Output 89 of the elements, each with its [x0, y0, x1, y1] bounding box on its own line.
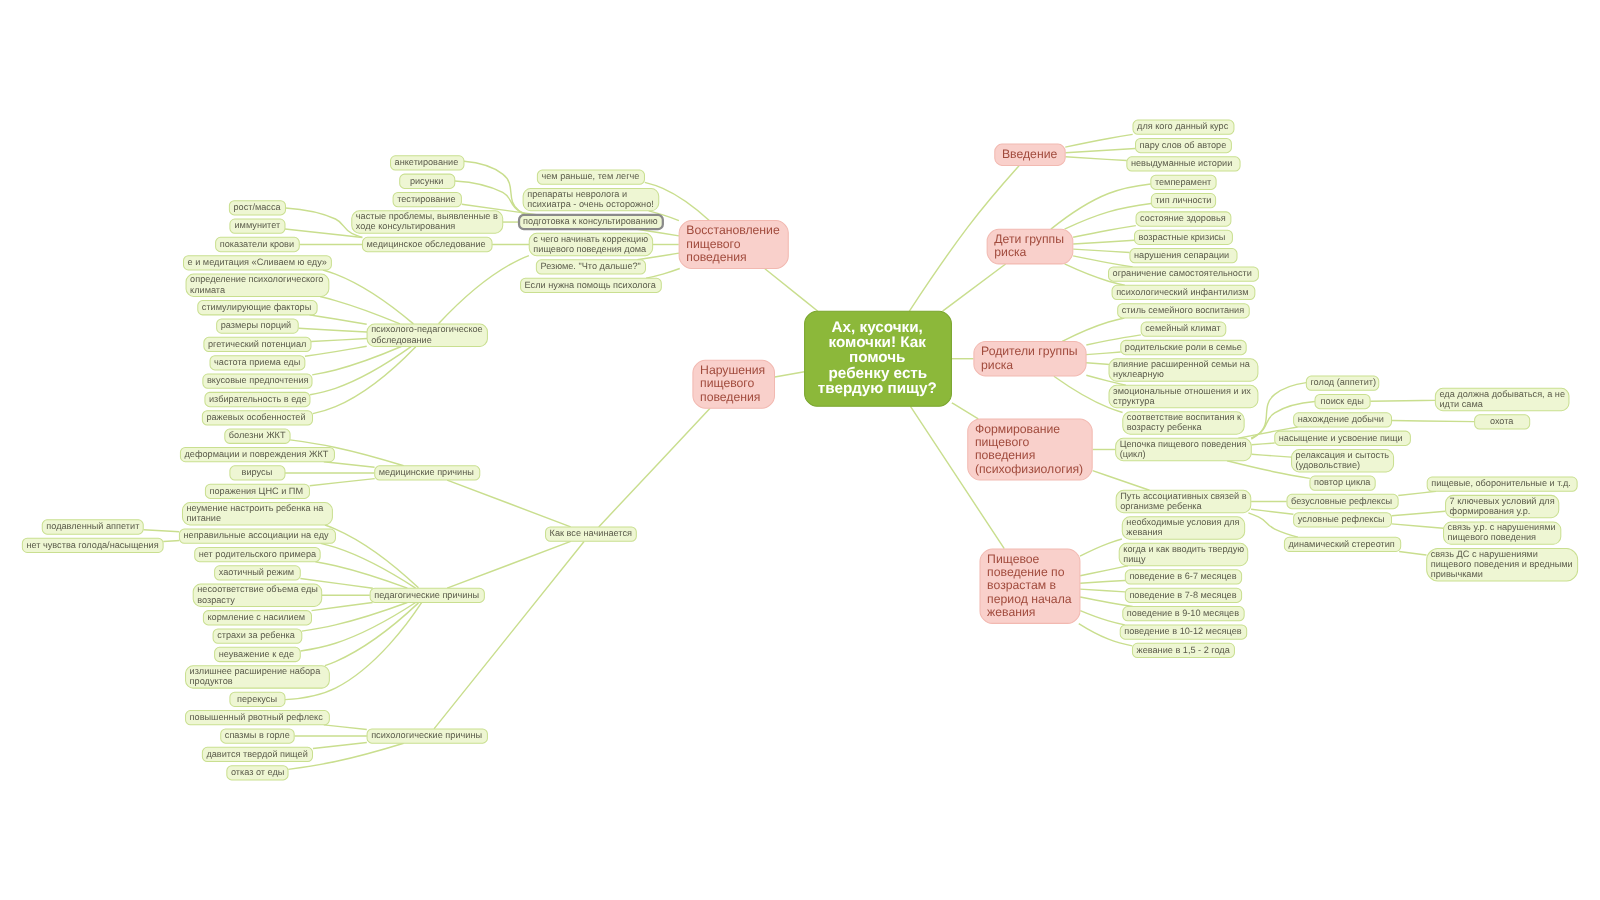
connector	[284, 228, 364, 239]
connector	[162, 539, 181, 543]
connector	[298, 243, 364, 246]
connector	[491, 243, 530, 246]
connector	[1391, 510, 1446, 517]
connector	[774, 371, 806, 378]
connector	[1247, 512, 1299, 538]
connector	[1050, 183, 1152, 230]
connector	[1079, 609, 1126, 626]
connector	[645, 267, 681, 279]
connector	[909, 405, 1005, 550]
connector	[297, 327, 368, 333]
connector	[636, 228, 680, 237]
connector	[1391, 419, 1476, 423]
connector	[951, 358, 975, 360]
connector	[446, 540, 572, 589]
connector	[321, 594, 371, 597]
connector	[1072, 224, 1137, 238]
connector	[1397, 490, 1437, 497]
connector	[299, 577, 374, 589]
connector	[437, 254, 530, 325]
connector	[324, 524, 420, 589]
connector	[1079, 538, 1123, 557]
connector	[293, 735, 368, 737]
connector	[1079, 565, 1129, 577]
connector	[323, 724, 368, 731]
connector	[324, 602, 420, 667]
connector	[309, 345, 412, 396]
connector	[1061, 317, 1126, 343]
connector	[1250, 400, 1316, 439]
connector	[502, 221, 520, 223]
connector	[1250, 500, 1288, 503]
connector	[1064, 147, 1136, 154]
connector	[1085, 334, 1142, 346]
connector	[284, 207, 363, 239]
connector	[652, 243, 680, 246]
connector	[1398, 550, 1428, 556]
connector	[284, 601, 423, 701]
connector	[1369, 399, 1436, 402]
connector	[1064, 133, 1134, 148]
connector	[299, 601, 417, 652]
connector	[310, 601, 374, 612]
connector	[1079, 588, 1126, 593]
connector	[1078, 622, 1134, 647]
connector	[309, 477, 376, 487]
connector	[301, 601, 409, 632]
connector	[1250, 442, 1276, 446]
connector	[308, 314, 368, 325]
connector	[1072, 248, 1131, 254]
connector	[433, 540, 585, 730]
connector	[1250, 508, 1295, 515]
connector	[1063, 263, 1126, 286]
connector	[287, 742, 405, 771]
connector	[304, 345, 368, 357]
connector	[1391, 523, 1445, 529]
connector	[319, 542, 417, 589]
connector	[314, 561, 409, 589]
connector	[319, 295, 401, 325]
connector	[289, 439, 405, 467]
connector	[1079, 579, 1126, 584]
connector	[310, 337, 368, 343]
connector	[323, 461, 376, 468]
connector	[941, 263, 1007, 312]
connector	[908, 165, 1020, 312]
connector	[311, 345, 402, 376]
connector	[1072, 255, 1134, 268]
connector	[1091, 469, 1151, 491]
connector	[446, 479, 572, 528]
connector	[1250, 453, 1293, 458]
connector	[142, 529, 180, 533]
connector	[322, 269, 415, 325]
connector	[284, 472, 376, 474]
connector	[312, 345, 417, 415]
connector	[764, 268, 819, 312]
connector	[1091, 448, 1117, 451]
connector	[636, 252, 680, 261]
connector	[1063, 202, 1152, 230]
connector	[1085, 362, 1110, 366]
connector	[644, 181, 710, 222]
connector	[1085, 351, 1122, 356]
connector	[951, 402, 979, 420]
connector	[1079, 596, 1134, 608]
connector	[463, 160, 526, 216]
connector	[1053, 375, 1124, 414]
connector	[1072, 239, 1136, 245]
connector	[598, 407, 711, 528]
connector	[1064, 156, 1128, 162]
connector	[312, 741, 368, 750]
connector	[1250, 381, 1307, 440]
